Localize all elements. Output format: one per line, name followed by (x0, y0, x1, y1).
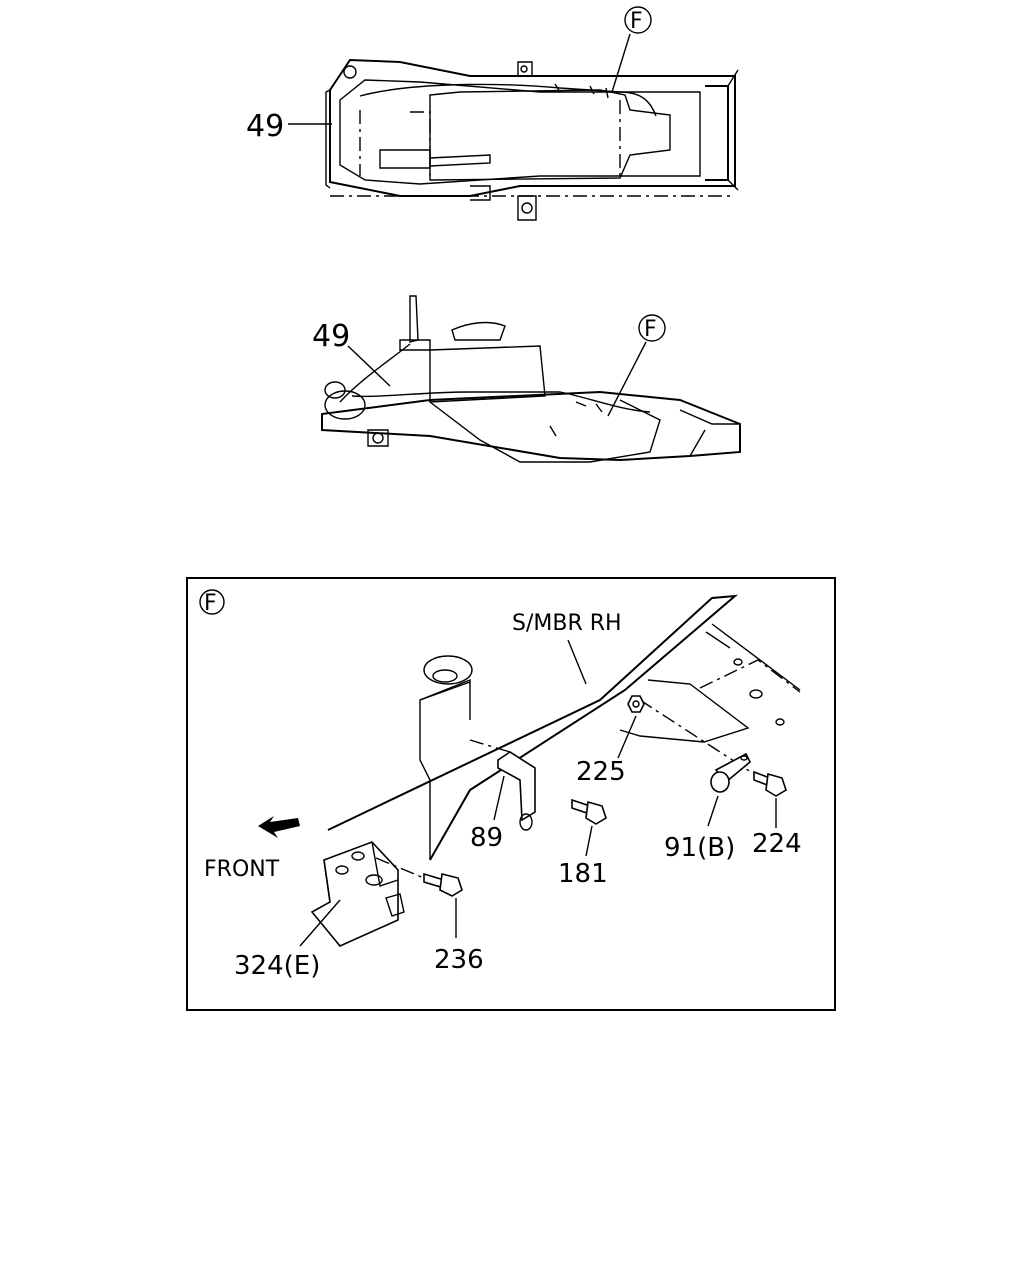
callout-leader-91b (707, 795, 719, 827)
bolt-236-axis (375, 857, 425, 879)
detail-marker-leader-side (607, 341, 647, 417)
detail-f-marker-circle (199, 589, 225, 615)
part-number-181: 181 (558, 859, 608, 889)
part-number-49-top: 49 (246, 109, 284, 144)
callout-leader-324e (299, 899, 341, 947)
detail-marker-leader-top (611, 33, 631, 93)
callout-leader-89 (493, 775, 505, 821)
detail-marker-circle-side (638, 314, 666, 342)
part-number-91b: 91(B) (664, 833, 735, 863)
bolt-part-181 (571, 798, 607, 825)
callout-leader-49-side (347, 345, 391, 387)
callout-leader-181 (585, 825, 593, 857)
side-member-rh-drawing (327, 594, 801, 861)
detail-marker-f-side: F (644, 317, 657, 342)
part-number-236: 236 (434, 945, 484, 975)
front-arrow-icon (258, 816, 300, 838)
bolt-part-236 (423, 872, 463, 897)
bracket-part-89 (497, 751, 536, 831)
side-view-drawing (321, 295, 741, 463)
callout-leader-225 (617, 715, 637, 759)
part-number-224: 224 (752, 829, 802, 859)
bracket-part-324e (310, 841, 405, 947)
member-label-leader (567, 639, 587, 685)
clip-part-91b (710, 752, 751, 793)
member-label: S/MBR RH (512, 611, 622, 636)
top-view-drawing (325, 58, 739, 221)
part-number-89: 89 (470, 823, 503, 853)
detail-marker-f-top: F (630, 9, 643, 34)
detail-marker-circle-top (624, 6, 652, 34)
part-number-225: 225 (576, 757, 626, 787)
detail-f-frame (186, 577, 836, 1011)
nut-part-225 (627, 695, 645, 713)
part-number-49-side: 49 (312, 319, 350, 354)
bolt-part-224 (753, 770, 787, 797)
detail-f-marker: F (204, 591, 217, 616)
front-direction-label: FRONT (204, 857, 280, 882)
part-number-324e: 324(E) (234, 951, 320, 981)
